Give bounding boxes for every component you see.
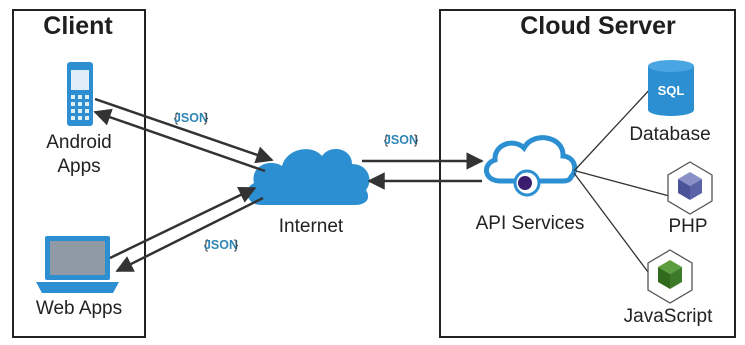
web-apps-label: Web Apps (36, 298, 122, 319)
svg-text:}: } (204, 110, 209, 125)
arrow-web-to-internet (109, 186, 257, 260)
android-label-line2: Apps (57, 156, 100, 177)
database-icon: SQL (648, 60, 694, 116)
client-title: Client (43, 12, 113, 40)
svg-text:}: } (234, 237, 239, 252)
link-api-database (573, 85, 654, 172)
database-sql-badge: SQL (658, 83, 685, 98)
svg-text:JSON: JSON (384, 133, 418, 147)
svg-text:JSON: JSON (174, 111, 208, 125)
link-api-php (575, 170, 674, 198)
svg-text:}: } (414, 132, 419, 147)
arrow-internet-to-android (93, 108, 266, 173)
cloud-icon (247, 149, 370, 205)
internet-label: Internet (279, 216, 344, 237)
svg-text:{: { (204, 237, 209, 252)
svg-text:{: { (174, 110, 179, 125)
api-services-label: API Services (476, 213, 585, 234)
svg-text:JSON: JSON (204, 238, 238, 252)
javascript-label: JavaScript (624, 306, 713, 327)
link-api-javascript (573, 172, 649, 273)
laptop-icon (36, 236, 119, 293)
mobile-phone-icon (67, 62, 93, 126)
arrow-internet-to-web (115, 196, 264, 273)
android-label-line1: Android (46, 132, 112, 153)
php-cube-icon (667, 161, 713, 215)
arrow-android-to-internet (94, 97, 274, 164)
database-label: Database (629, 124, 710, 145)
svg-text:{: { (384, 132, 389, 147)
cloud-server-title: Cloud Server (520, 12, 676, 40)
json-label-android: { JSON } (174, 110, 209, 125)
json-label-web: { JSON } (204, 237, 239, 252)
javascript-cube-icon (647, 249, 693, 304)
json-label-api: { JSON } (384, 132, 419, 147)
php-label: PHP (668, 216, 707, 237)
cloud-api-icon (484, 135, 578, 197)
